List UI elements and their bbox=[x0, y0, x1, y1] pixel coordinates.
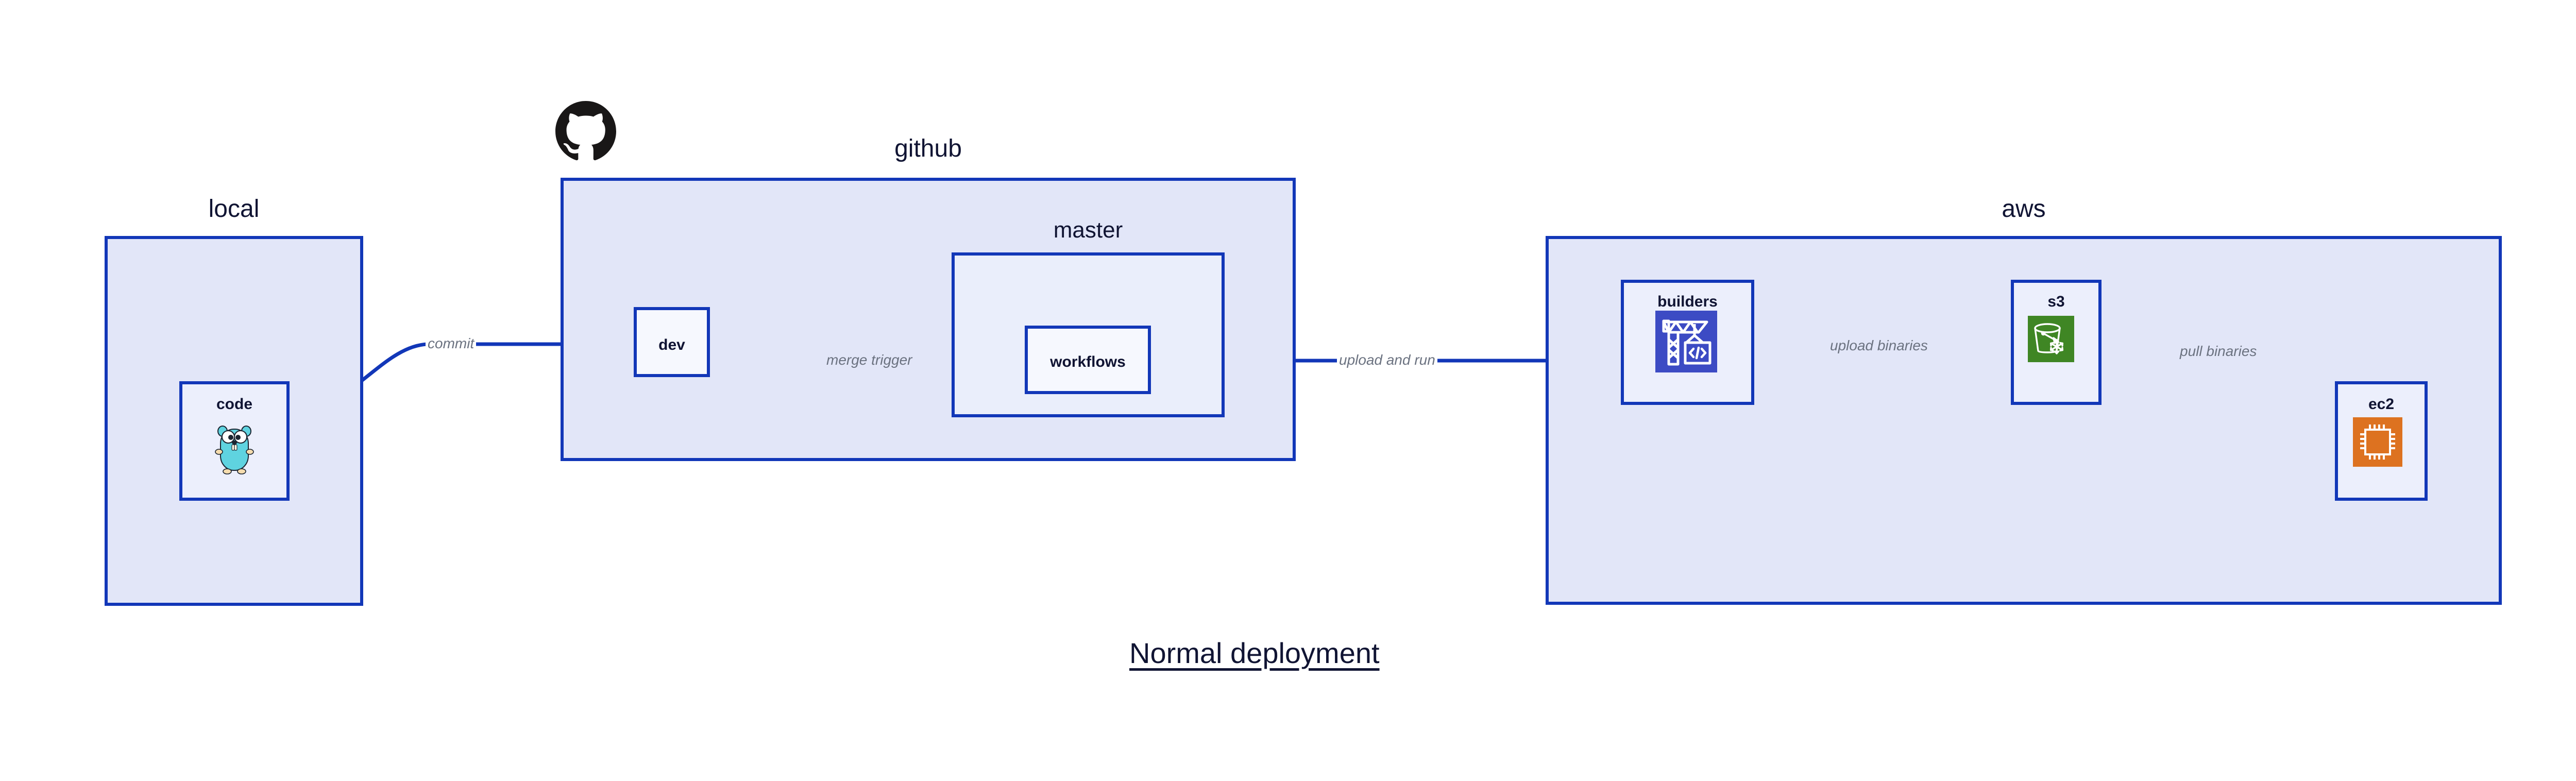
node-dev-label: dev bbox=[658, 336, 685, 353]
github-octocat-icon bbox=[555, 101, 616, 162]
node-s3-label: s3 bbox=[2047, 293, 2065, 310]
cpu-chip-icon bbox=[2353, 417, 2402, 467]
group-local bbox=[105, 236, 363, 606]
node-ec2-label: ec2 bbox=[2368, 396, 2395, 413]
node-workflows[interactable] bbox=[1025, 326, 1151, 394]
edge-label-commit: commit bbox=[426, 336, 477, 351]
crane-code-icon bbox=[1655, 311, 1717, 372]
edge-label-merge-trigger: merge trigger bbox=[826, 352, 912, 368]
node-code-label: code bbox=[216, 396, 253, 413]
edge-label-upload-and-run: upload and run bbox=[1337, 353, 1437, 367]
node-builders-label: builders bbox=[1657, 293, 1718, 310]
s3-bucket-glacier-icon bbox=[2028, 316, 2074, 362]
node-dev[interactable] bbox=[634, 307, 710, 377]
figure-title: Normal deployment bbox=[1129, 637, 1380, 669]
group-label-local: local bbox=[208, 195, 260, 223]
edge-label-pull-binaries: pull binaries bbox=[2180, 343, 2257, 359]
group-label-github: github bbox=[894, 135, 962, 162]
group-label-aws: aws bbox=[2002, 195, 2046, 223]
go-gopher-icon bbox=[214, 420, 255, 482]
edge-label-upload-binaries: upload binaries bbox=[1830, 337, 1928, 353]
subgroup-label-master: master bbox=[1053, 217, 1123, 243]
node-workflows-label: workflows bbox=[1050, 353, 1126, 370]
